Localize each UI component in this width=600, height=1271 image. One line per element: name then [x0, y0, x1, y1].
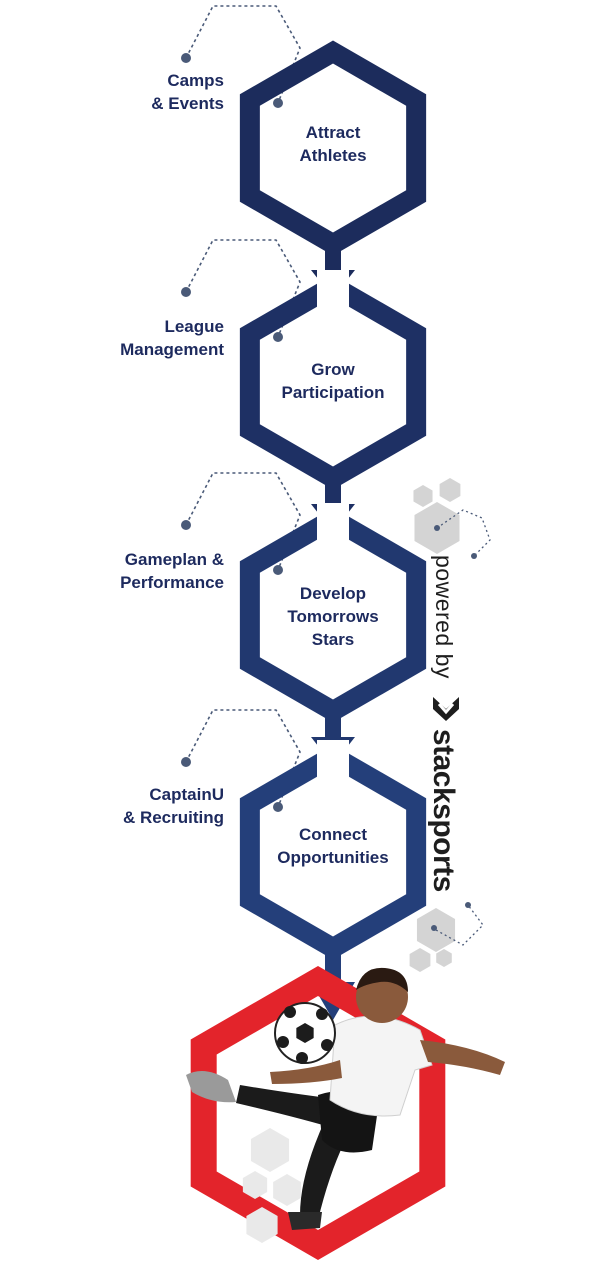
- decor-dot: [471, 553, 477, 559]
- athlete-shoe: [288, 1212, 322, 1230]
- hex-notch: [317, 270, 349, 310]
- athlete-cleat: [186, 1071, 236, 1103]
- decor-dot: [434, 525, 440, 531]
- decor-hex: [273, 1174, 301, 1206]
- decor-dotted-line: [436, 509, 491, 556]
- athlete-kicking-leg: [236, 1085, 345, 1130]
- decor-dot: [465, 902, 471, 908]
- hex-label-develop-tomorrows-stars: Develop Tomorrows Stars: [287, 584, 379, 649]
- decor-dot: [431, 925, 437, 931]
- ball-panel: [284, 1006, 296, 1018]
- connector-dot: [181, 520, 191, 530]
- decor-hex: [250, 1128, 290, 1172]
- connector-line: [185, 5, 301, 104]
- arrow-stem: [325, 717, 341, 739]
- ball-panel: [316, 1008, 328, 1020]
- hex-frame: [239, 744, 427, 960]
- athlete-arm: [420, 1040, 505, 1075]
- tool-label-camps-events: Camps & Events: [151, 71, 224, 113]
- hex-frame: [239, 40, 427, 256]
- connector-line: [185, 239, 301, 338]
- athlete-photo: [186, 967, 505, 1230]
- arrow-stem: [325, 484, 341, 506]
- hex-frame: [239, 507, 427, 723]
- tool-label-gameplan-performance: Gameplan & Performance: [120, 550, 224, 592]
- athlete-shirt: [329, 1015, 433, 1117]
- soccer-ball-icon: [274, 1002, 336, 1064]
- stacksports-wordmark: stacksports: [427, 728, 461, 892]
- connector-line: [185, 472, 301, 571]
- connector-dot: [273, 98, 283, 108]
- tool-label-league-management: League Management: [120, 317, 224, 359]
- hex-frame: [239, 274, 427, 490]
- decor-hex: [413, 485, 433, 507]
- connector-dot: [273, 565, 283, 575]
- ball-panel: [321, 1039, 333, 1051]
- arrow-stem: [325, 250, 341, 272]
- connector-dot: [273, 332, 283, 342]
- tool-label-captainu-recruiting: CaptainU & Recruiting: [122, 785, 224, 827]
- hex-label-connect-opportunities: Connect Opportunities: [277, 825, 389, 867]
- decor-dotted-line: [435, 904, 484, 946]
- connector-dot: [273, 802, 283, 812]
- powered-by-text: powered by: [431, 555, 457, 679]
- decor-hex: [246, 1207, 278, 1243]
- connector-dot: [181, 287, 191, 297]
- decor-hex: [409, 948, 431, 972]
- decor-hex: [242, 1171, 268, 1199]
- decor-hex: [439, 478, 461, 502]
- hex-notch: [317, 503, 349, 543]
- ball-panel: [277, 1036, 289, 1048]
- decor-hex: [436, 949, 452, 967]
- connector-line: [185, 709, 301, 808]
- hex-notch: [317, 740, 349, 780]
- ball-panel: [296, 1023, 314, 1043]
- stacksports-logo-icon: [426, 695, 461, 723]
- athlete-hair: [356, 967, 408, 992]
- connector-dot: [181, 53, 191, 63]
- hex-label-attract-athletes: Attract Athletes: [299, 123, 367, 165]
- athlete-arm: [270, 1060, 342, 1084]
- ball-panel: [296, 1052, 308, 1064]
- hex-label-grow-participation: Grow Participation: [281, 360, 385, 402]
- connector-dot: [181, 757, 191, 767]
